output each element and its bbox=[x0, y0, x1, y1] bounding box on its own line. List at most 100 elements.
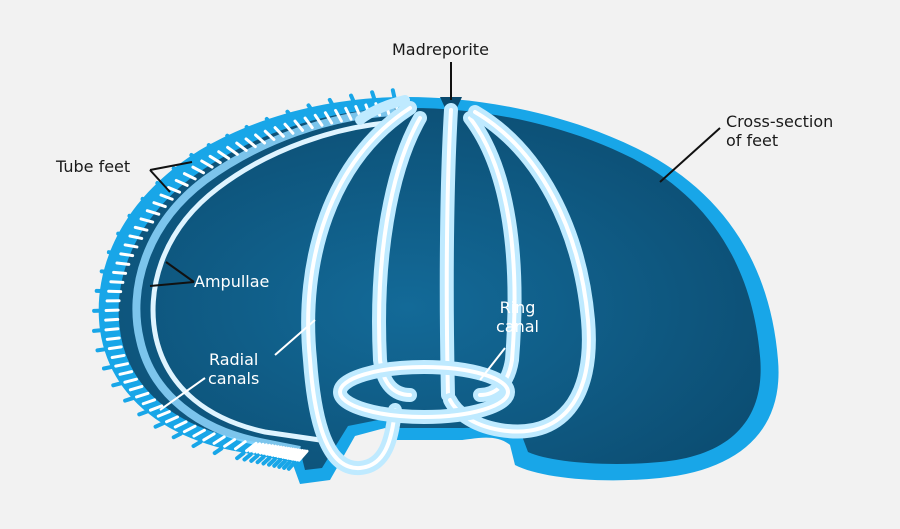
outer-foot bbox=[140, 196, 153, 204]
tube-foot bbox=[105, 336, 121, 341]
tube-foot bbox=[156, 410, 171, 418]
tube-foot bbox=[141, 398, 157, 406]
outer-foot bbox=[225, 133, 236, 143]
tube-foot bbox=[128, 384, 144, 392]
tube-foot bbox=[123, 243, 139, 249]
tube-foot bbox=[212, 435, 226, 445]
outer-foot bbox=[349, 93, 357, 105]
tube-foot bbox=[104, 317, 120, 322]
tube-foot bbox=[202, 432, 216, 442]
outer-foot bbox=[123, 396, 135, 403]
tube-foot bbox=[110, 353, 126, 360]
outer-foot bbox=[101, 364, 114, 371]
tube-foot bbox=[200, 159, 214, 169]
tube-foot bbox=[182, 424, 197, 434]
outer-foot bbox=[264, 116, 275, 127]
tube-foot bbox=[286, 448, 298, 460]
outer-foot bbox=[285, 109, 295, 120]
tube-foot bbox=[152, 201, 167, 209]
tube-foot bbox=[173, 420, 188, 429]
outer-foot bbox=[242, 452, 253, 462]
tube-foot bbox=[135, 391, 150, 399]
tube-foot bbox=[107, 345, 123, 351]
outer-foot bbox=[95, 347, 108, 353]
outer-foot bbox=[116, 231, 129, 238]
leader-ring-canal bbox=[479, 347, 506, 381]
tube-foot bbox=[344, 106, 353, 121]
tube-foot bbox=[235, 141, 248, 152]
outer-foot bbox=[390, 88, 397, 101]
tube-foot bbox=[191, 165, 205, 175]
tube-foot bbox=[293, 119, 305, 132]
outer-foot bbox=[127, 213, 140, 220]
outer-foot bbox=[106, 250, 119, 256]
tube-foot bbox=[252, 442, 265, 454]
outer-foot bbox=[189, 152, 201, 161]
tube-foot bbox=[166, 186, 182, 194]
tube-foot bbox=[278, 446, 291, 459]
outer-foot bbox=[212, 446, 224, 456]
tube-foot bbox=[226, 145, 239, 156]
tube-foot bbox=[104, 327, 120, 332]
tube-foot bbox=[182, 172, 197, 181]
ampullae-inner-line bbox=[150, 119, 399, 443]
outer-foot bbox=[244, 125, 255, 135]
tube-foot bbox=[208, 154, 222, 165]
outer-foot bbox=[249, 453, 260, 463]
label-radial-canals: Radial canals bbox=[208, 350, 260, 388]
tube-foot bbox=[295, 449, 307, 462]
leader-ampullae bbox=[165, 261, 195, 283]
tube-foot bbox=[244, 137, 257, 149]
outer-feet-group bbox=[92, 88, 397, 471]
tube-foot bbox=[323, 111, 334, 125]
outer-foot bbox=[171, 431, 183, 440]
outer-foot bbox=[255, 454, 266, 465]
tube-foot bbox=[245, 441, 258, 453]
tube-foot bbox=[293, 449, 305, 461]
tube-foot bbox=[283, 122, 295, 135]
outer-foot bbox=[261, 456, 272, 466]
outer-foot bbox=[306, 103, 316, 114]
label-madreporite: Madreporite bbox=[392, 40, 489, 59]
leader-cross-section bbox=[659, 127, 721, 183]
tube-foot bbox=[334, 108, 343, 123]
tube-foot bbox=[265, 444, 278, 456]
tube-foot bbox=[281, 447, 293, 459]
tube-foot bbox=[263, 129, 276, 142]
tube-foot bbox=[223, 438, 237, 448]
ampullae-band bbox=[132, 108, 396, 454]
tube-foot bbox=[119, 252, 135, 258]
tube-foot bbox=[192, 428, 206, 438]
tube-feet-group bbox=[104, 100, 400, 462]
tube-foot bbox=[303, 116, 314, 130]
outer-foot bbox=[153, 421, 165, 429]
outer-foot bbox=[99, 269, 112, 275]
tube-foot bbox=[270, 445, 283, 457]
tube-foot bbox=[123, 377, 138, 384]
tube-foot bbox=[217, 150, 231, 160]
tube-foot bbox=[109, 280, 125, 284]
outer-foot bbox=[206, 143, 218, 152]
tube-foot bbox=[273, 126, 285, 138]
tube-foot bbox=[290, 448, 302, 461]
tube-foot bbox=[174, 178, 189, 187]
tube-foot bbox=[139, 217, 155, 224]
outer-foot bbox=[370, 90, 377, 102]
tube-foot bbox=[297, 449, 309, 462]
tube-foot bbox=[128, 234, 144, 240]
tube-foot bbox=[262, 444, 275, 456]
tube-foot bbox=[233, 440, 247, 451]
leader-radial-canals bbox=[159, 377, 206, 411]
tube-foot bbox=[283, 447, 296, 460]
tube-foot bbox=[159, 193, 174, 201]
ring-canal bbox=[333, 360, 515, 424]
tube-foot bbox=[114, 362, 129, 368]
tube-foot bbox=[145, 209, 161, 216]
label-tube-feet: Tube feet bbox=[56, 157, 131, 176]
tube-foot bbox=[273, 446, 286, 458]
tube-foot bbox=[148, 404, 164, 412]
outer-foot bbox=[267, 457, 277, 467]
white-leader-lines bbox=[274, 319, 506, 381]
